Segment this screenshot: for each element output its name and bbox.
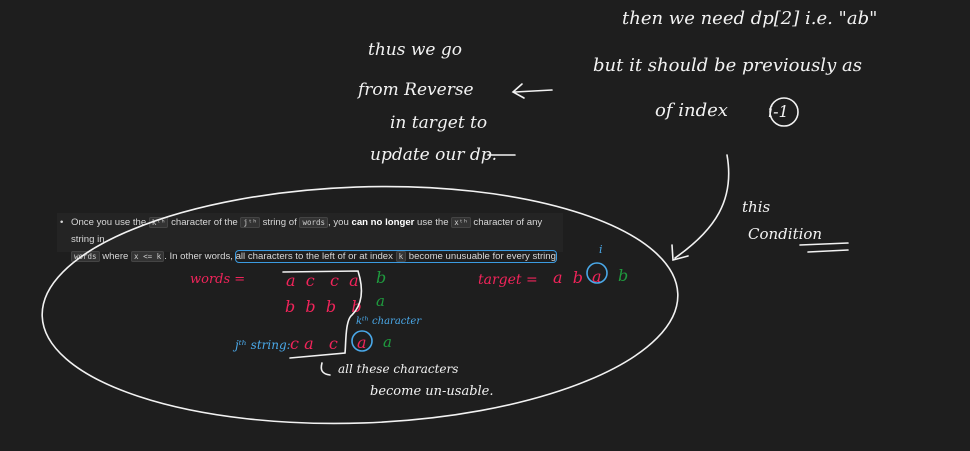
row3-extra: a (383, 333, 392, 351)
code-condition: x <= k (131, 251, 165, 262)
kth-character-label: kᵗʰ character (356, 316, 422, 327)
text: Once you use the (71, 217, 149, 228)
problem-statement: • Once you use the kᵗʰ character of the j… (57, 213, 563, 263)
note-left-3: in target to (390, 113, 488, 133)
words-row-1: a c c a (286, 271, 359, 290)
code-words: words (299, 217, 329, 228)
row1-extra: b (376, 268, 387, 287)
code-jth: jᵗʰ (240, 217, 260, 228)
underline-condition (799, 242, 849, 253)
note-line-2: but it should be previously as (593, 55, 862, 76)
note-right-2: Condition (748, 225, 823, 243)
text: . In other words, (164, 251, 236, 262)
text: string of (259, 217, 300, 228)
code-xth: xᵗʰ (451, 217, 471, 228)
note-left-4: update our dp. (370, 145, 498, 165)
row2-extra: a (376, 292, 385, 310)
note-unusable-1: all these characters (338, 362, 459, 376)
text: character of the (168, 217, 241, 228)
note-unusable-2: become un-usable. (370, 384, 494, 399)
note-line-1: then we need dp[2] i.e. "ab" (622, 8, 878, 29)
bold-text: can no longer (351, 217, 415, 228)
note-left-2: from Reverse (358, 80, 474, 100)
target-extra: b (618, 266, 629, 285)
code-words: words (71, 251, 100, 262)
words-label: words = (190, 272, 246, 287)
target-label: target = (478, 272, 538, 288)
words-row-3: c a c (290, 334, 338, 353)
circled-index: i-1 (768, 102, 789, 121)
text: where (99, 251, 132, 262)
code-k: k (395, 251, 407, 262)
highlighted-text: all characters to the left of or at inde… (234, 250, 557, 263)
index-i-label: i (599, 243, 603, 256)
target-circled: a (592, 267, 602, 286)
text: use the (414, 217, 452, 228)
words-row-2: b b b b (285, 297, 362, 316)
hook (320, 362, 331, 376)
note-left-1: thus we go (368, 40, 462, 60)
target-chars: a b (553, 268, 583, 287)
note-right-1: this (742, 198, 771, 216)
kth-character: a (357, 333, 367, 352)
code-kth: kᵗʰ (148, 217, 169, 228)
jth-string-label: jᵗʰ string: (235, 338, 291, 352)
arrow-left (511, 83, 553, 99)
text: , you (328, 217, 352, 228)
bullet: • (60, 217, 64, 228)
arrow-down (671, 154, 730, 262)
note-line-3: of index (655, 100, 728, 121)
